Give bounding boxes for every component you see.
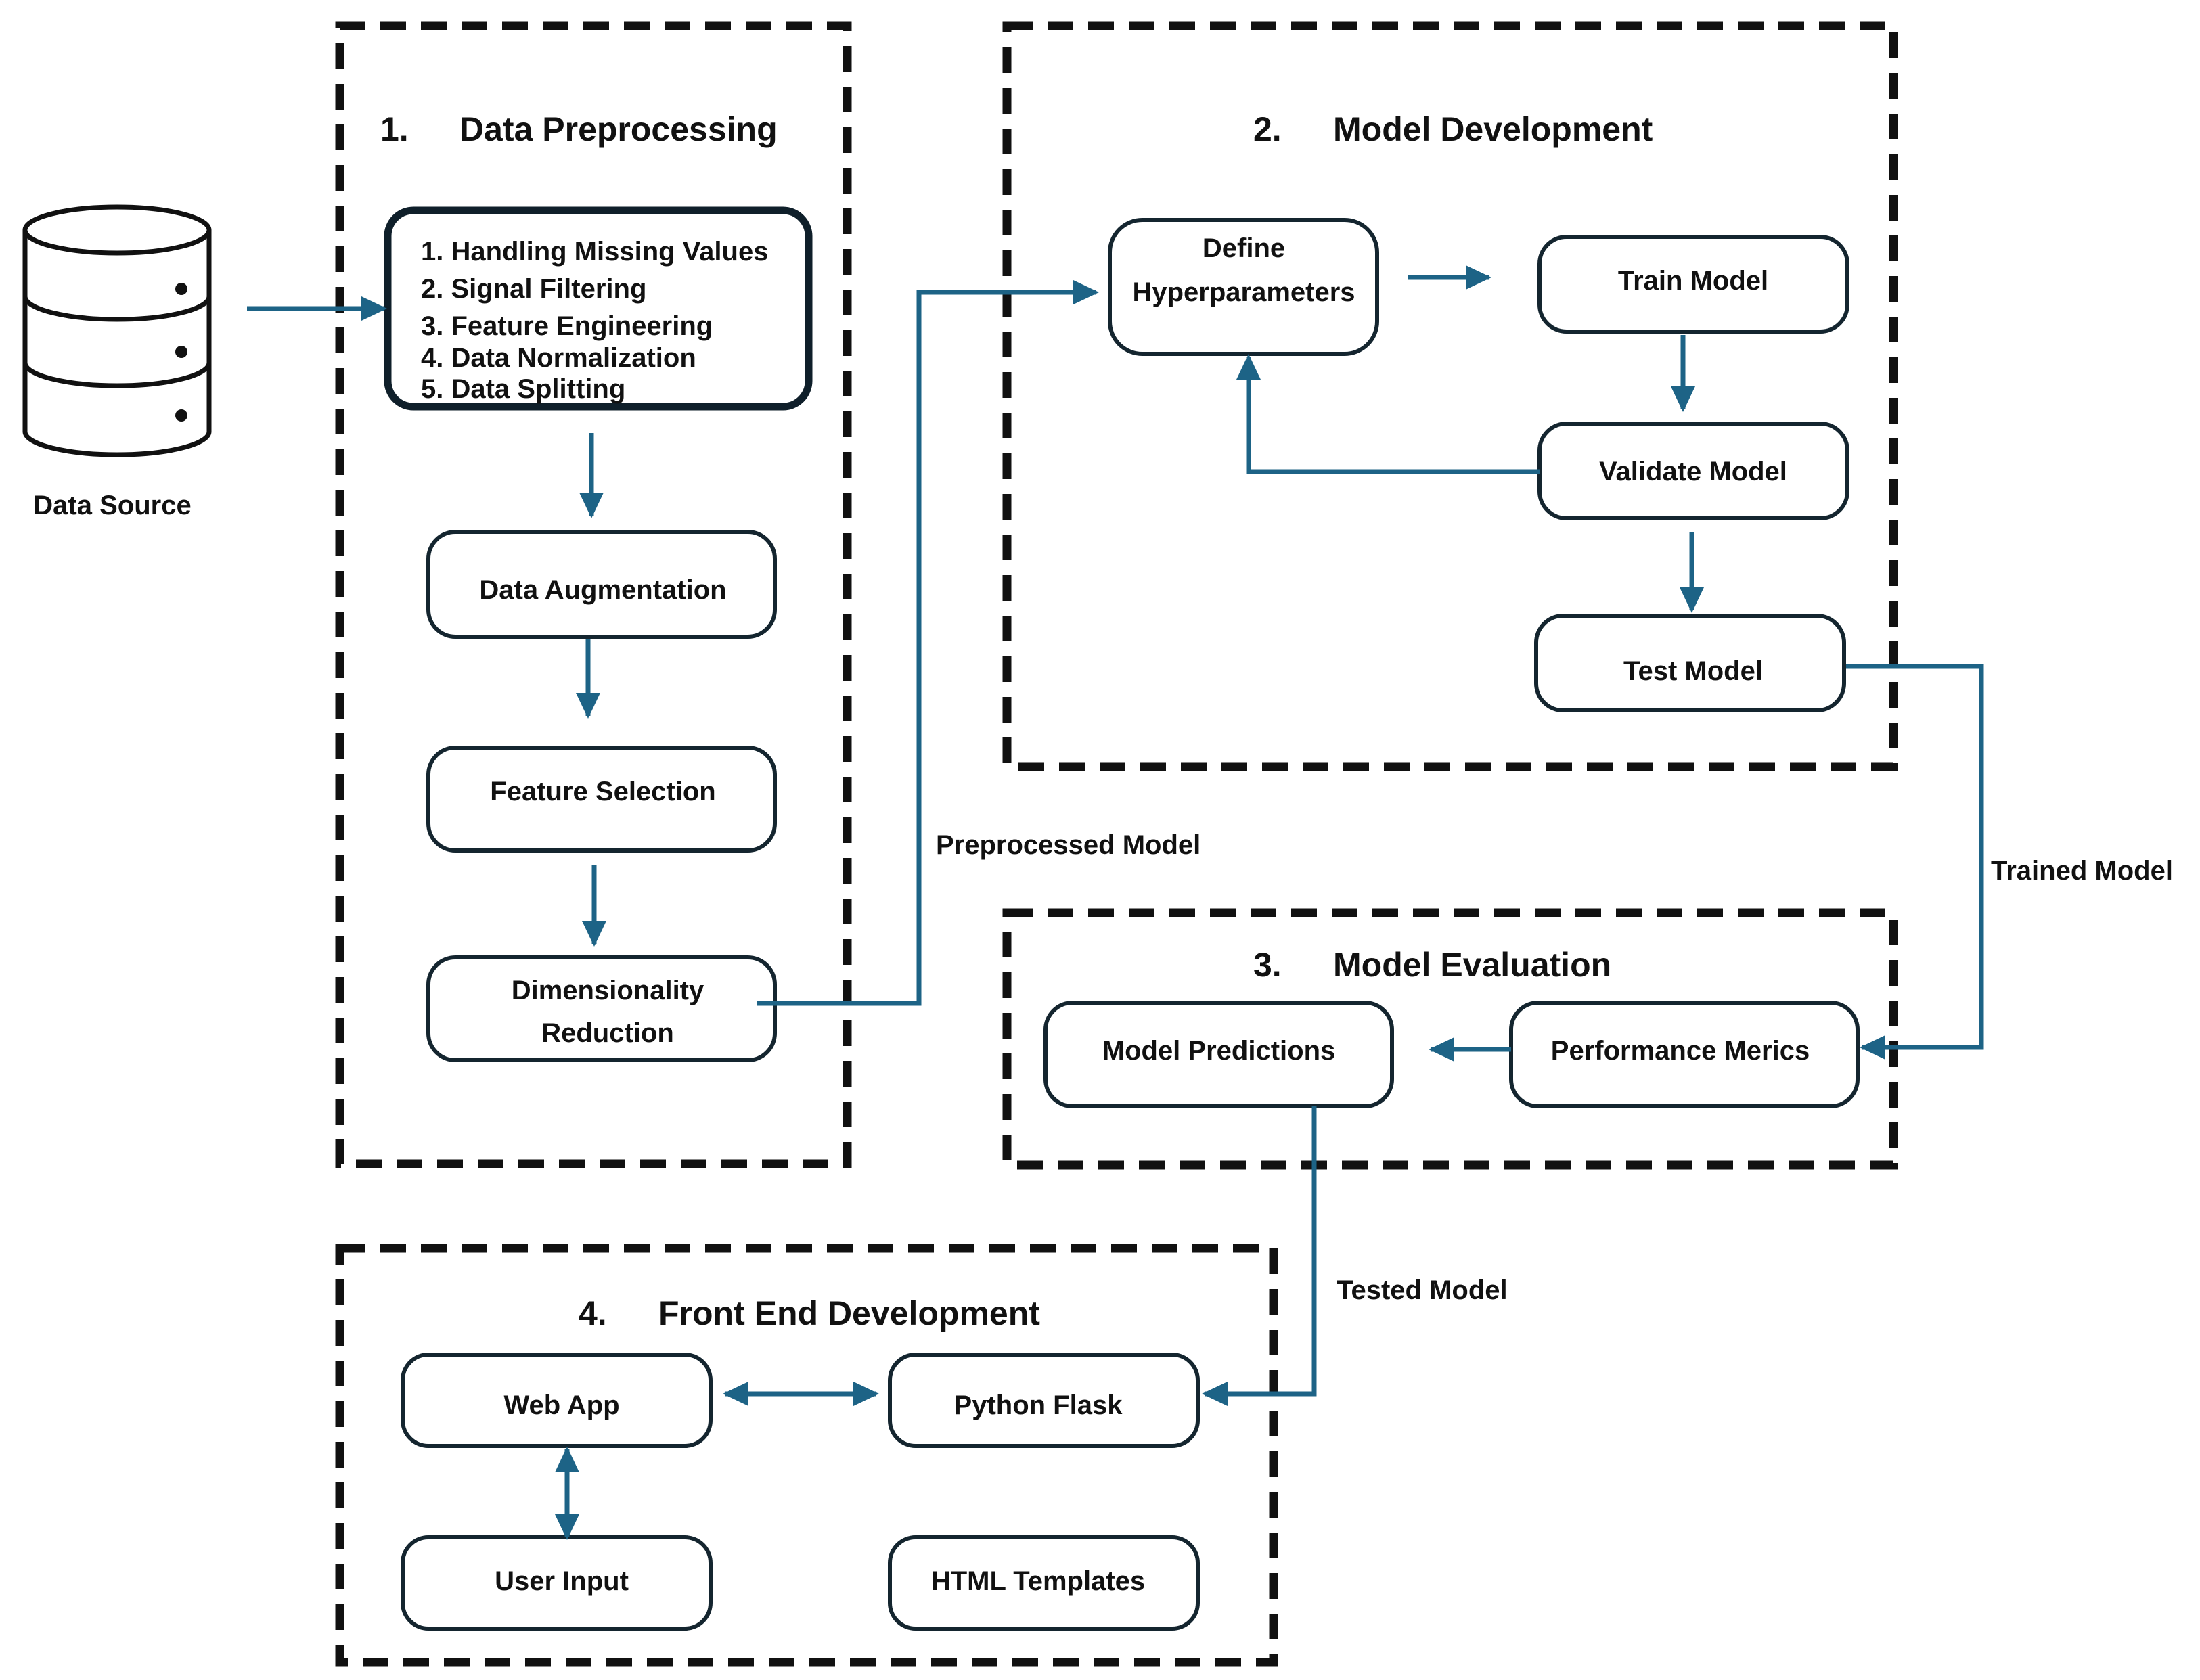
trained-model-connector	[1846, 664, 1984, 1060]
test-model-box	[1534, 614, 1846, 712]
preprocessing-steps-box	[384, 206, 813, 411]
development-number: 2.	[1253, 110, 1282, 148]
evaluation-title: Model Evaluation	[1333, 946, 1611, 984]
frontend-frame	[335, 1244, 1278, 1667]
database-icon	[22, 204, 212, 457]
train-model-label: Train Model	[1618, 266, 1768, 296]
tested-model-label: Tested Model	[1337, 1275, 1508, 1305]
data-augmentation-box	[426, 530, 777, 639]
dimensionality-reduction-line2: Reduction	[541, 1018, 674, 1048]
validate-to-define-feedback	[1236, 354, 1540, 474]
web-app-label: Web App	[503, 1390, 619, 1420]
html-templates-label: HTML Templates	[931, 1566, 1145, 1596]
step-5: 5. Data Splitting	[421, 374, 625, 404]
performance-metrics-box	[1509, 1001, 1860, 1108]
model-predictions-box	[1043, 1001, 1394, 1108]
feature-selection-label: Feature Selection	[490, 777, 715, 807]
preprocessing-frame	[335, 21, 852, 1168]
evaluation-number: 3.	[1253, 946, 1282, 984]
test-model-label: Test Model	[1623, 656, 1763, 686]
preprocessing-number: 1.	[380, 110, 409, 148]
preprocessed-model-label: Preprocessed Model	[936, 830, 1200, 860]
user-input-label: User Input	[495, 1566, 629, 1596]
model-predictions-label: Model Predictions	[1102, 1036, 1336, 1066]
validate-model-label: Validate Model	[1599, 457, 1787, 486]
web-app-box	[401, 1353, 713, 1448]
define-hyperparameters-line1: Define	[1203, 233, 1285, 263]
data-source-label: Data Source	[33, 491, 191, 520]
frontend-number: 4.	[579, 1294, 607, 1332]
development-frame	[1002, 21, 1898, 771]
tested-model-connector	[1202, 1106, 1317, 1406]
html-templates-box	[888, 1535, 1200, 1631]
dimensionality-reduction-line1: Dimensionality	[512, 976, 704, 1005]
frontend-title: Front End Development	[658, 1294, 1040, 1332]
train-model-box	[1537, 235, 1849, 334]
dimensionality-reduction-box	[426, 955, 777, 1062]
feature-selection-box	[426, 746, 777, 853]
development-title: Model Development	[1333, 110, 1653, 148]
data-augmentation-label: Data Augmentation	[479, 575, 726, 605]
connectors	[247, 265, 1984, 1540]
define-hyperparameters-line2: Hyperparameters	[1132, 277, 1355, 307]
performance-metrics-label: Performance Merics	[1551, 1036, 1810, 1066]
python-flask-label: Python Flask	[954, 1390, 1123, 1420]
step-2: 2. Signal Filtering	[421, 274, 646, 304]
step-3: 3. Feature Engineering	[421, 311, 713, 341]
step-4: 4. Data Normalization	[421, 343, 696, 373]
step-1: 1. Handling Missing Values	[421, 237, 768, 267]
python-flask-box	[888, 1353, 1200, 1448]
trained-model-label: Trained Model	[1991, 856, 2173, 886]
preprocessing-title: Data Preprocessing	[459, 110, 778, 148]
preprocessed-model-connector	[757, 280, 1099, 1006]
